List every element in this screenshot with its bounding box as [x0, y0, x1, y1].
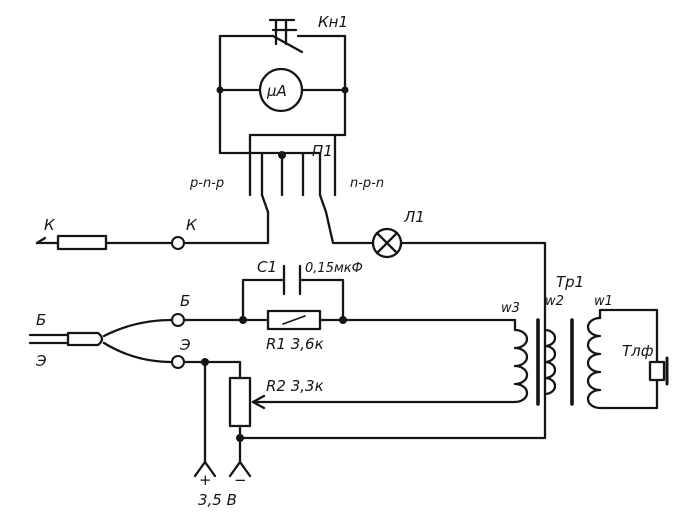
wire-emitter: [182, 360, 242, 380]
phone-label: Тлф: [622, 342, 654, 360]
wire-top-left: [218, 34, 264, 155]
junction-dot: [278, 151, 286, 159]
voltage-label: 3,5 В: [198, 491, 237, 509]
capacitor-c1: [282, 264, 302, 296]
r2-wiper: [251, 394, 517, 410]
capacitor-name: C1: [257, 258, 277, 276]
lamp-label: Л1: [403, 208, 425, 226]
junction-dot: [239, 316, 247, 324]
winding1-label: w1: [594, 294, 613, 309]
capacitor-value: 0,15мкФ: [305, 261, 363, 276]
resistor-r2: [228, 376, 252, 428]
wire-lamp: [324, 210, 374, 245]
switch-p1: [248, 133, 347, 214]
emitter-terminal: [171, 355, 185, 369]
npn-label: n-p-n: [350, 176, 384, 191]
winding3-label: w3: [501, 301, 520, 316]
base-terminal: [171, 313, 185, 327]
microammeter: μA: [258, 67, 304, 113]
minus-label: −: [234, 471, 247, 489]
winding-w2: [543, 328, 557, 396]
transformer-label: Тр1: [556, 273, 584, 291]
resistor2-label: R2 3,3к: [266, 377, 324, 395]
plus-label: +: [199, 471, 212, 489]
resistor-r1: [266, 309, 322, 331]
plus-terminal: [193, 460, 217, 478]
junction-dot: [341, 86, 349, 94]
wire-lamp-to-transformer: [238, 241, 547, 440]
probe-label-left: К: [44, 216, 56, 234]
junction-dot: [339, 316, 347, 324]
minus-terminal: [228, 460, 252, 478]
base-label-right: Б: [180, 292, 190, 310]
winding-w3: [513, 318, 529, 404]
button-kn1: [218, 18, 347, 54]
probe-cable: [28, 318, 174, 364]
wire-cap-branch: [241, 278, 345, 322]
lamp-l1: [371, 227, 403, 259]
telephone: [648, 356, 669, 386]
meter-label: μA: [266, 82, 287, 100]
probe-label-right: К: [186, 216, 198, 234]
emitter-label-left: Э: [35, 352, 47, 370]
junction-dot: [201, 358, 209, 366]
winding2-label: w2: [545, 294, 564, 309]
wire-collector: [182, 210, 270, 245]
junction-dot: [216, 86, 224, 94]
winding-w1: [586, 308, 659, 410]
emitter-label-right: Э: [179, 336, 191, 354]
transformer-core: [536, 318, 574, 406]
resistor1-label: R1 3,6к: [266, 335, 324, 353]
pnp-label: p-n-p: [189, 176, 224, 191]
junction-dot: [236, 434, 244, 442]
probe-collector: [35, 234, 174, 251]
button-label: Кн1: [318, 13, 348, 31]
switch-label: П1: [312, 142, 333, 160]
collector-terminal: [171, 236, 185, 250]
base-label-left: Б: [36, 311, 46, 329]
